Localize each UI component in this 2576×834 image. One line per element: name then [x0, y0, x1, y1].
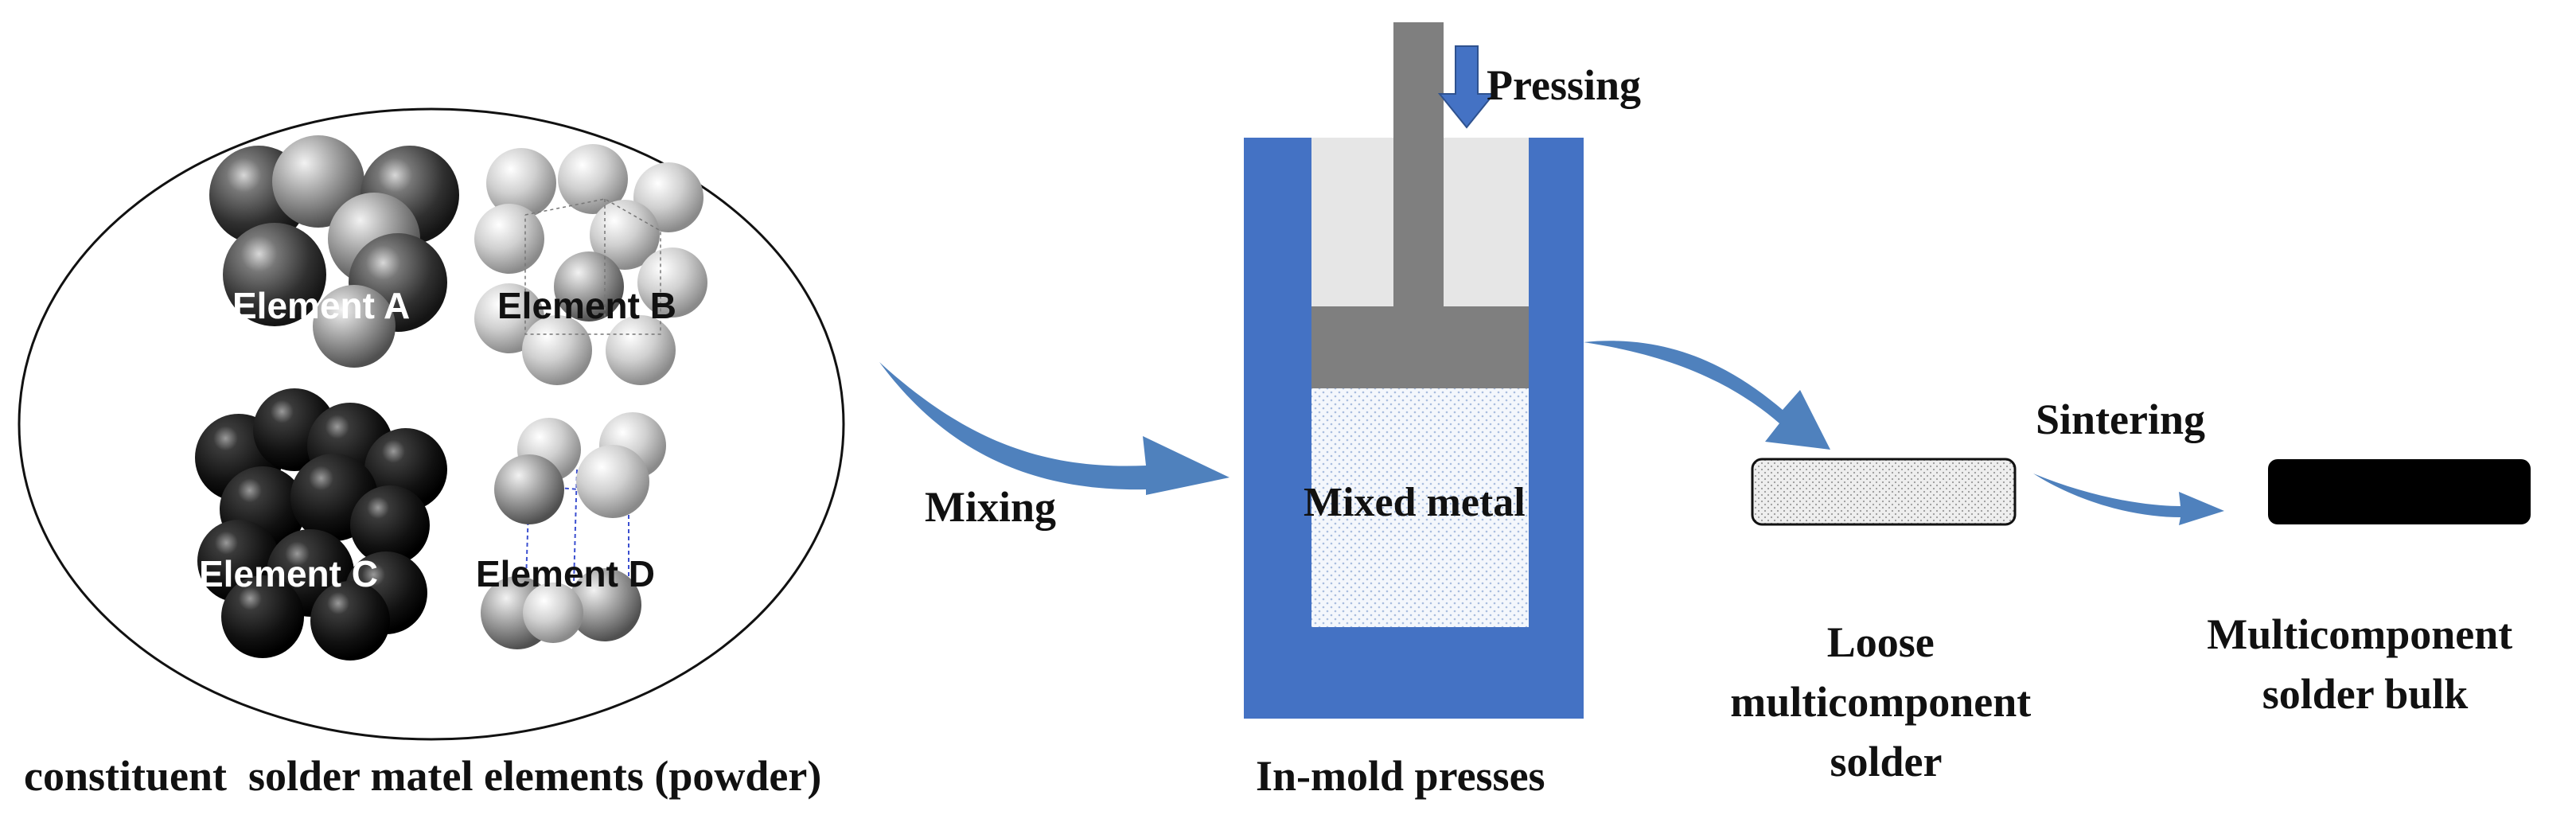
- element-c-cluster: [195, 388, 447, 661]
- sintering-arrow: [2033, 474, 2224, 525]
- powder-caption: constituent solder matel elements (powde…: [24, 752, 821, 800]
- bulk-solder-line-1: Multicomponent: [2207, 610, 2512, 658]
- element-b-cluster: [474, 144, 707, 385]
- element-c-label: Element C: [199, 553, 378, 594]
- mixed-metal-label: Mixed metal: [1304, 480, 1526, 525]
- loose-solder-line-1: Loose: [1827, 618, 1935, 666]
- piston-head: [1311, 306, 1529, 388]
- sintering-label: Sintering: [2036, 396, 2205, 443]
- pressing-label: Pressing: [1487, 61, 1641, 109]
- press-to-loose-arrow: [1584, 341, 1830, 450]
- mixing-arrow: [879, 362, 1230, 495]
- element-a-label: Element A: [232, 285, 410, 326]
- loose-solder-line-3: solder: [1830, 738, 1943, 785]
- element-a-cluster: [209, 135, 459, 368]
- element-d-label: Element D: [476, 553, 655, 594]
- bulk-solder-line-2: solder bulk: [2262, 670, 2469, 718]
- element-b-label: Element B: [497, 285, 676, 326]
- bulk-solder-label: Multicomponent solder bulk: [2207, 610, 2523, 718]
- loose-solder-block: [1751, 458, 2017, 526]
- loose-solder-label: Loose multicomponent solder: [1730, 618, 2042, 785]
- bulk-solder-block: [2268, 459, 2531, 524]
- mold-caption: In-mold presses: [1256, 752, 1545, 800]
- mold-press: [1244, 22, 1584, 719]
- pressing-arrow: [1437, 45, 1496, 129]
- element-d-cluster: [481, 412, 666, 649]
- loose-solder-line-2: multicomponent: [1730, 678, 2031, 726]
- powder-ellipse: [18, 107, 845, 741]
- mixing-label: Mixing: [925, 483, 1056, 531]
- powder-group: Element A Element B Element C Element D: [18, 107, 845, 741]
- piston-rod: [1393, 22, 1444, 309]
- mixed-metal-powder: [1311, 388, 1529, 627]
